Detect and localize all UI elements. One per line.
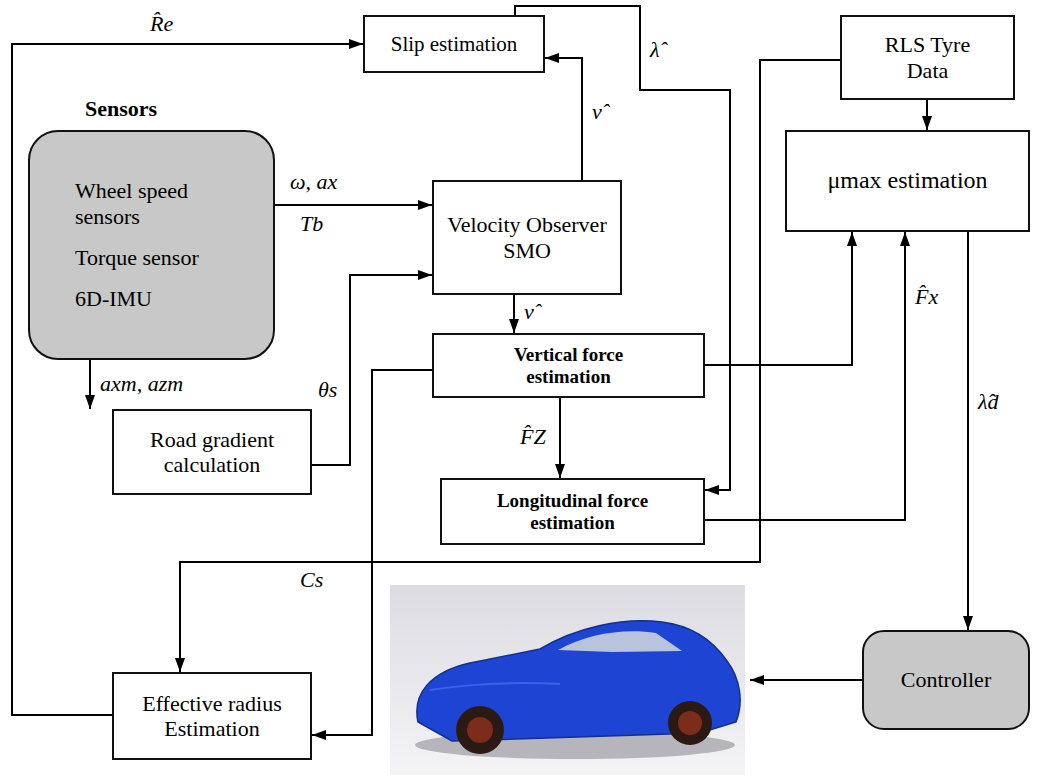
car-wheel [456, 706, 504, 754]
process-box: Road gradient calculation [112, 409, 312, 495]
sensor-panel: SensorsWheel speed sensorsTorque sensor6… [28, 130, 275, 360]
box-text: Controller [901, 667, 991, 692]
car-wheel [668, 701, 712, 745]
signal-arrow [312, 370, 432, 735]
signal-label: λ̂d [978, 390, 999, 414]
box-text: μmax estimation [827, 167, 987, 195]
box-text: Road gradient calculation [137, 427, 287, 478]
process-box: Vertical force estimation [432, 333, 705, 398]
box-text: Vertical force estimation [489, 344, 649, 388]
signal-label: θs [318, 378, 337, 402]
signal-arrow [12, 44, 363, 715]
signal-arrow [275, 204, 432, 206]
signal-arrow [926, 100, 928, 130]
signal-arrow [705, 232, 905, 520]
signal-arrow [559, 398, 561, 478]
signal-label: λ̂ [650, 38, 660, 62]
process-box: Longitudinal force estimation [440, 478, 705, 545]
signal-arrow [967, 232, 969, 630]
box-text: Longitudinal force estimation [488, 490, 658, 534]
signal-arrow [89, 360, 91, 409]
observer-box: Velocity Observer SMO [432, 180, 622, 295]
signal-arrow [180, 60, 840, 672]
signal-label: axm, azm [100, 372, 183, 396]
signal-label: ν̂ [592, 100, 602, 124]
panel-heading: Sensors [85, 96, 157, 121]
signal-arrow [705, 232, 852, 365]
control-arrow [750, 679, 862, 681]
car-rim [678, 711, 702, 735]
signal-label: ν̂ [524, 300, 534, 324]
process-box: μmax estimation [785, 130, 1030, 232]
box-text: 6D-IMU [75, 286, 152, 311]
photo-background [390, 585, 745, 775]
box-text: Wheel speed sensors [75, 178, 255, 229]
signal-label: F̂x [915, 285, 938, 309]
signal-label: Tb [300, 212, 323, 236]
car-window [558, 631, 682, 652]
box-text: Slip estimation [391, 32, 518, 56]
car-highlight [430, 683, 560, 690]
car-rim [467, 717, 493, 743]
box-text: Torque sensor [75, 245, 199, 270]
signal-arrow [545, 58, 582, 180]
data-box: RLS Tyre Data [840, 15, 1015, 100]
signal-label: F̂Z [520, 425, 546, 449]
controller-box: Controller [862, 630, 1030, 730]
signal-arrow [513, 295, 515, 333]
box-text: RLS Tyre Data [873, 32, 983, 83]
box-text: Effective radius Estimation [127, 691, 297, 742]
signal-label: ω, ax [290, 170, 337, 194]
signal-label: R̂e [150, 12, 173, 36]
box-text: Velocity Observer SMO [444, 212, 610, 263]
process-box: Slip estimation [363, 15, 545, 73]
signal-label: Cs [300, 568, 323, 592]
process-box: Effective radius Estimation [112, 672, 312, 760]
